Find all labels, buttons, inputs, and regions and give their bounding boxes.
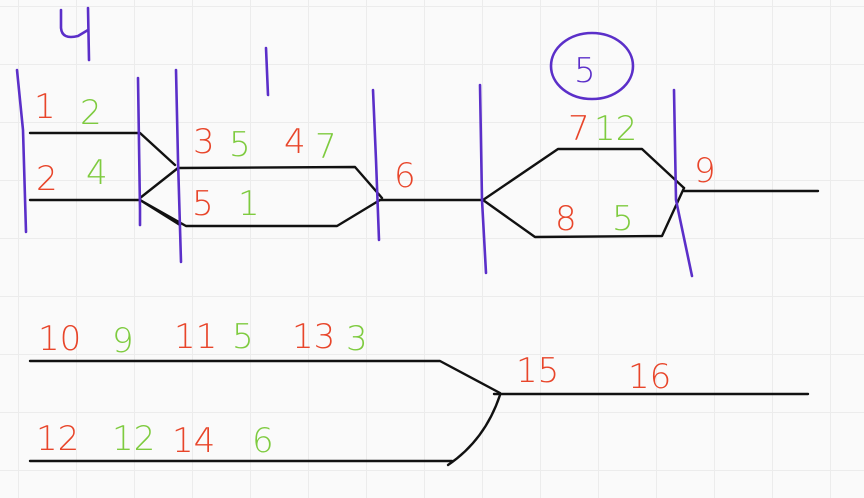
right-upper-red: 7 [568,109,590,149]
right-lower-red: 8 [555,199,577,239]
bottom-upper-line [28,359,502,395]
boundary-marker-6 [672,88,694,278]
lower-branch-green: 1 [238,184,260,224]
circled-header-label: 5 [574,51,596,91]
right-lower-green: 5 [612,199,634,239]
right-output: 9 [694,151,716,191]
split-line-lower [138,198,382,228]
bottom-lower-3: 6 [252,421,274,461]
bottom-lower-1: 12 [112,419,155,459]
upper-branch-b-green: 7 [315,127,337,167]
right-branch-upper [481,147,686,202]
boundary-marker-2 [136,76,142,227]
right-branch-lower [481,186,686,239]
bottom-upper-5: 3 [346,319,368,359]
boundary-marker-1 [15,68,28,234]
circle-marker [549,31,635,101]
bottom-lower-0: 12 [36,419,79,459]
upper-branch-a-red: 3 [193,122,215,162]
bottom-merge-red: 15 [516,351,559,391]
boundary-marker-3 [174,68,183,264]
bottom-upper-2: 11 [174,317,217,357]
bottom-upper-3: 5 [232,317,254,357]
bottom-right-red: 16 [628,357,671,397]
bottom-upper-4: 13 [292,317,335,357]
left-row1-red: 1 [34,87,56,127]
split-line-upper [138,165,384,200]
bottom-curve [446,393,502,467]
boundary-marker-5 [478,83,488,275]
labels: 5 1 4 1 2 2 4 3 5 4 7 5 1 6 7 12 8 5 9 1… [34,51,716,461]
bottom-upper-0: 10 [38,319,81,359]
lower-branch-red: 5 [192,184,214,224]
top-network-lines [28,131,820,239]
purple-markers [15,6,694,278]
left-row2-red: 2 [36,159,58,199]
input-line-lower [28,198,182,227]
left-row1-green: 2 [80,93,102,133]
bottom-lower-2: 14 [172,421,215,461]
header-marker-top [264,46,270,97]
bottom-network-lines [28,359,810,467]
left-row2-green: 4 [86,153,108,193]
upper-branch-a-green: 5 [229,125,251,165]
header-4-glyph [59,6,91,62]
boundary-marker-4 [371,88,381,242]
upper-branch-b-red: 4 [284,122,306,162]
merge-value: 6 [394,156,416,196]
right-upper-green: 12 [594,109,637,149]
bottom-upper-1: 9 [112,321,134,361]
